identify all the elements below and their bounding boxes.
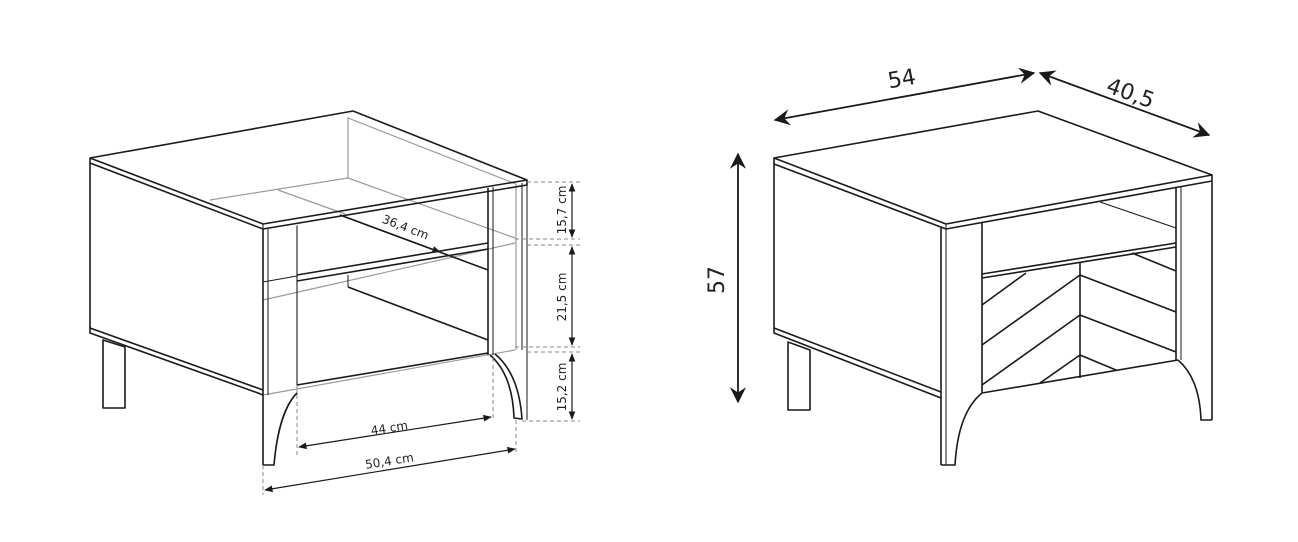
hidden-lines (209, 117, 517, 396)
back-left-leg (102, 339, 126, 409)
label-shelf-opening: 21,5 cm (555, 273, 569, 322)
label-width: 54 (886, 65, 918, 94)
label-height: 57 (705, 266, 730, 294)
label-outer-width: 50,4 cm (364, 450, 414, 471)
front-right-leg (489, 353, 523, 420)
label-depth: 40,5 (1103, 74, 1158, 114)
chevron-front-panel (981, 252, 1179, 394)
table-top (773, 110, 1213, 225)
dim-arrow-inner-width (298, 414, 492, 450)
right-table-drawing: 54 40,5 57 (705, 65, 1213, 466)
table-top (89, 110, 528, 225)
dim-arrow-outer-width (264, 446, 516, 493)
dim-arrow-depth (1038, 70, 1211, 138)
front-left-leg (263, 392, 298, 466)
left-table-drawing: 15,7 cm 21,5 cm 15,2 cm 44 cm 50,4 cm 36… (89, 110, 580, 495)
label-top-opening: 15,7 cm (555, 186, 569, 235)
dim-arrow-width (773, 67, 1036, 126)
back-left-leg (787, 341, 811, 411)
label-leg-height: 15,2 cm (555, 363, 569, 412)
dim-arrow-inner-depth (339, 214, 441, 253)
label-inner-depth: 36,4 cm (380, 212, 431, 243)
label-inner-width: 44 cm (370, 418, 409, 438)
